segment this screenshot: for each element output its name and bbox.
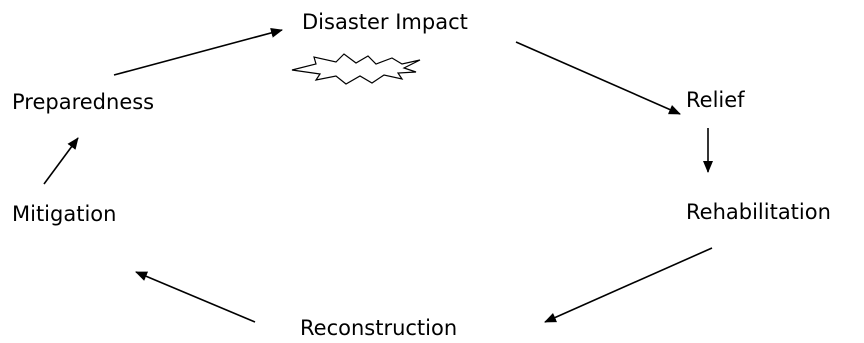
node-disaster-impact: Disaster Impact — [302, 10, 468, 34]
node-mitigation: Mitigation — [12, 202, 117, 226]
node-relief: Relief — [686, 88, 745, 112]
node-rehabilitation: Rehabilitation — [686, 200, 831, 224]
arrow-disaster-to-relief — [515, 41, 681, 115]
arrow-reconstruction-to-mitigation — [135, 271, 256, 323]
node-reconstruction: Reconstruction — [300, 316, 458, 340]
arrow-mitigation-to-preparedness — [43, 137, 79, 185]
arrow-rehabilitation-to-reconstruction — [544, 247, 713, 323]
arrow-preparedness-to-disaster — [113, 28, 283, 76]
node-preparedness: Preparedness — [12, 90, 155, 114]
explosion-icon — [291, 53, 421, 85]
